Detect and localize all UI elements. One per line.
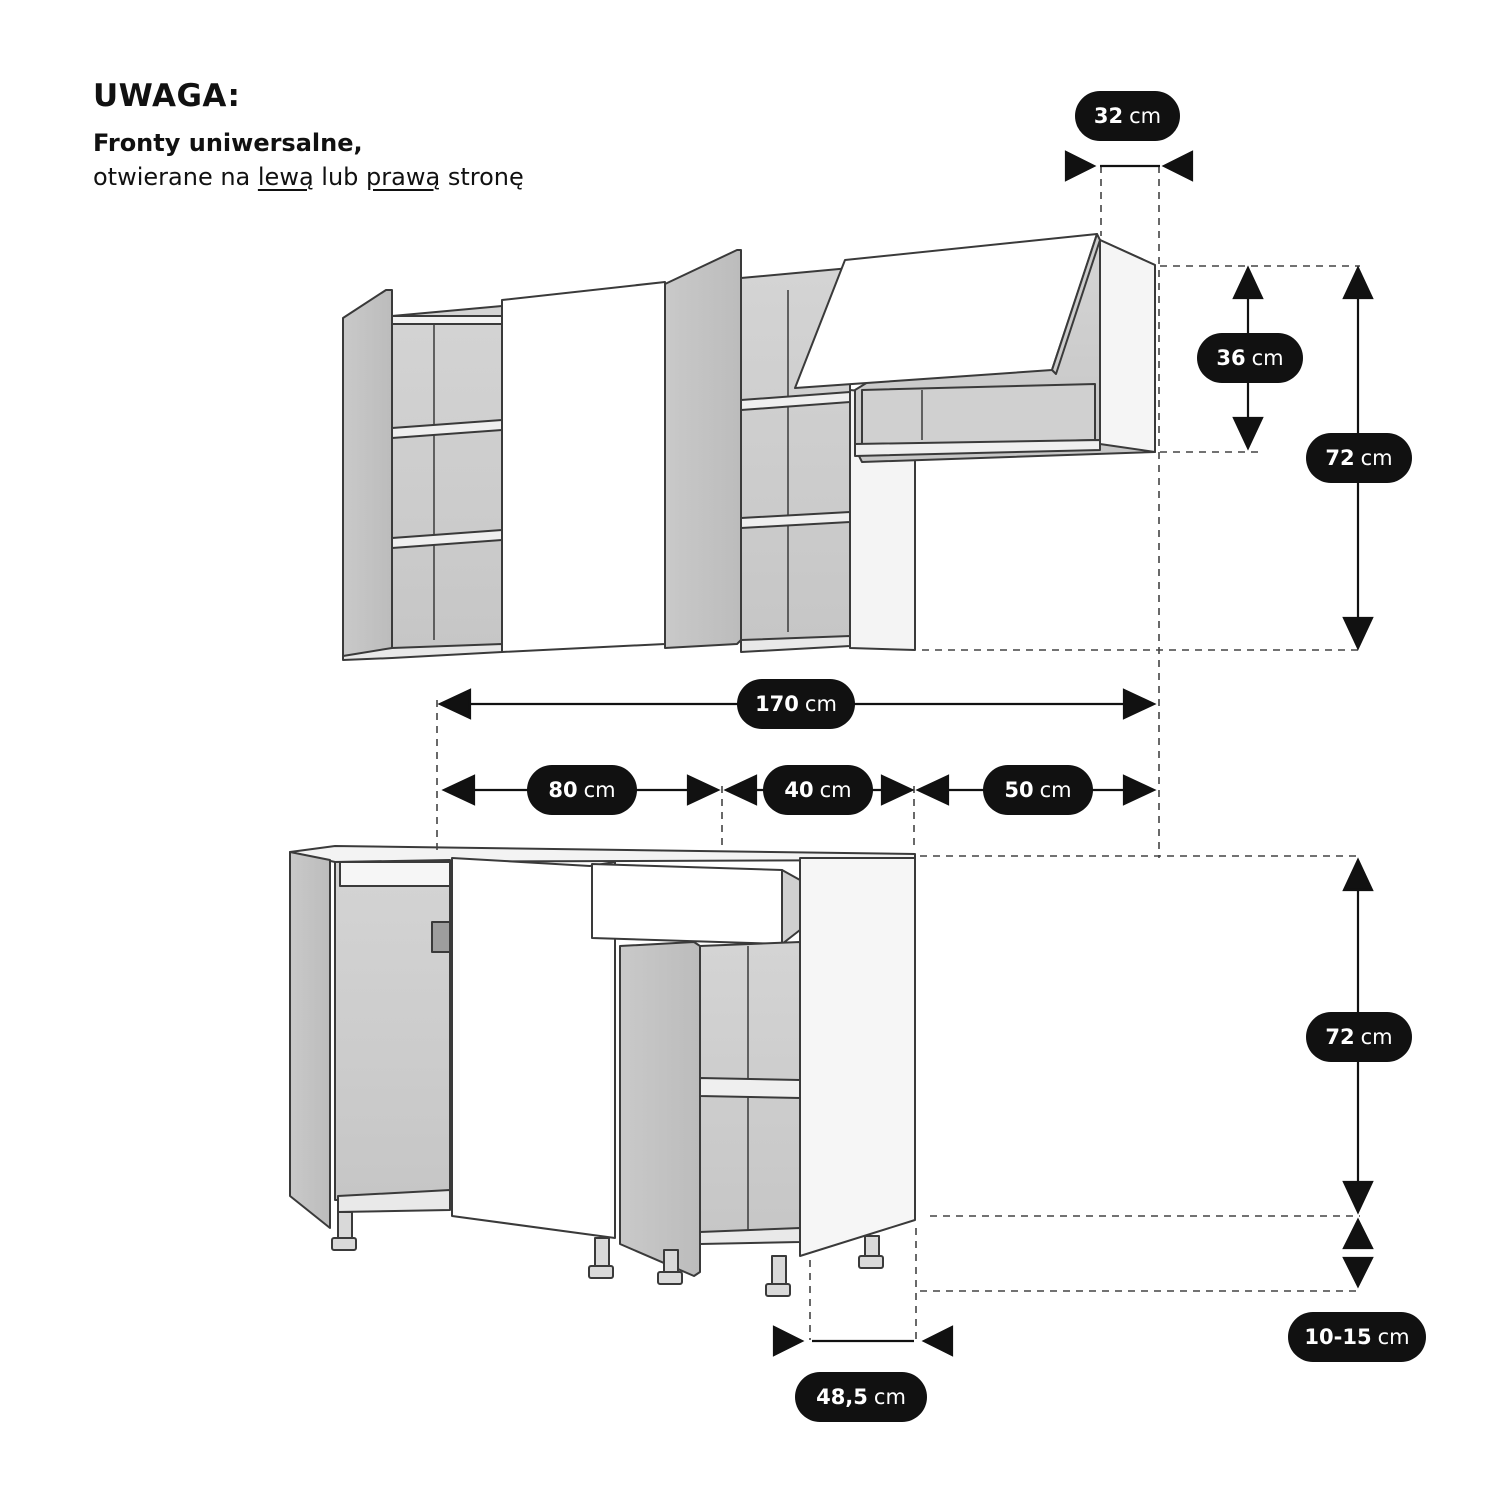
arrow-head <box>437 688 472 720</box>
dimension-value: 40 <box>784 778 814 802</box>
arrow-head <box>1232 265 1264 300</box>
arrow-head <box>1161 150 1194 182</box>
arrow-head <box>686 774 721 806</box>
dimension-unit: cm <box>1039 778 1072 802</box>
upper-cabinets <box>342 233 1156 661</box>
dimension-unit: cm <box>804 692 837 716</box>
arrow-head <box>723 774 758 806</box>
dimension-value: 50 <box>1004 778 1034 802</box>
hood-lifted-flap <box>794 233 1098 389</box>
base-right-door <box>619 941 701 1277</box>
note-line-left: lewą <box>257 163 314 191</box>
dimension-unit: cm <box>819 778 852 802</box>
upper-middle-door <box>501 281 666 653</box>
arrow-head <box>1122 688 1157 720</box>
dimension-unit: cm <box>1360 446 1393 470</box>
dimension-unit: cm <box>583 778 616 802</box>
dimension-value: 10-15 <box>1304 1325 1372 1349</box>
arrow-head <box>1232 416 1264 451</box>
arrow-head <box>921 1325 954 1357</box>
base-middle-door <box>451 857 616 1239</box>
base-left-door <box>289 851 331 1229</box>
dimension-unit: cm <box>1129 104 1162 128</box>
note-line-right: prawą <box>366 163 441 191</box>
dimension-unit: cm <box>1251 346 1284 370</box>
arrow-head <box>1122 774 1157 806</box>
arrow-head <box>441 774 476 806</box>
upper-left-cabinet-body <box>391 305 503 653</box>
dimension-value: 72 <box>1325 446 1355 470</box>
dimension-value: 72 <box>1325 1025 1355 1049</box>
arrow-head <box>772 1325 805 1357</box>
note-line-prefix: otwierane na <box>93 163 258 191</box>
arrow-head <box>1342 1217 1374 1250</box>
arrow-head <box>1342 1180 1374 1215</box>
arrow-head <box>880 774 915 806</box>
note-title: UWAGA: <box>93 78 241 114</box>
note-line: otwierane na lewą lub prawą stronę <box>93 163 524 191</box>
dimension-value: 170 <box>755 692 799 716</box>
arrow-head <box>915 774 950 806</box>
dimension-value: 32 <box>1093 104 1124 128</box>
arrow-head <box>1064 150 1097 182</box>
dimension-unit: cm <box>873 1385 906 1409</box>
dimension-unit: cm <box>1360 1025 1393 1049</box>
base-left-cabinet-body <box>334 859 451 1201</box>
base-right-side-panel <box>799 857 916 1257</box>
base-drawer-front <box>591 863 783 945</box>
hood-side-panel <box>1099 239 1156 453</box>
arrow-head <box>1342 616 1374 651</box>
dimension-value: 80 <box>548 778 578 802</box>
dashed-guides <box>436 166 1360 1340</box>
dimension-value: 48,5 <box>816 1385 868 1409</box>
adjustable-legs <box>331 1211 884 1297</box>
arrow-head <box>1342 1256 1374 1289</box>
upper-left-door <box>342 289 393 657</box>
note-subtitle: Fronty uniwersalne, <box>93 129 363 157</box>
note-line-mid: lub <box>313 163 367 191</box>
upper-middle-open-door <box>664 249 742 649</box>
note-line-suffix: stronę <box>440 163 524 191</box>
arrow-head <box>1342 265 1374 300</box>
base-right-shelf <box>699 1077 801 1099</box>
dimension-value: 36 <box>1216 346 1246 370</box>
dimension-unit: cm <box>1377 1325 1410 1349</box>
arrow-head <box>1342 857 1374 892</box>
base-cabinets <box>289 845 916 1297</box>
